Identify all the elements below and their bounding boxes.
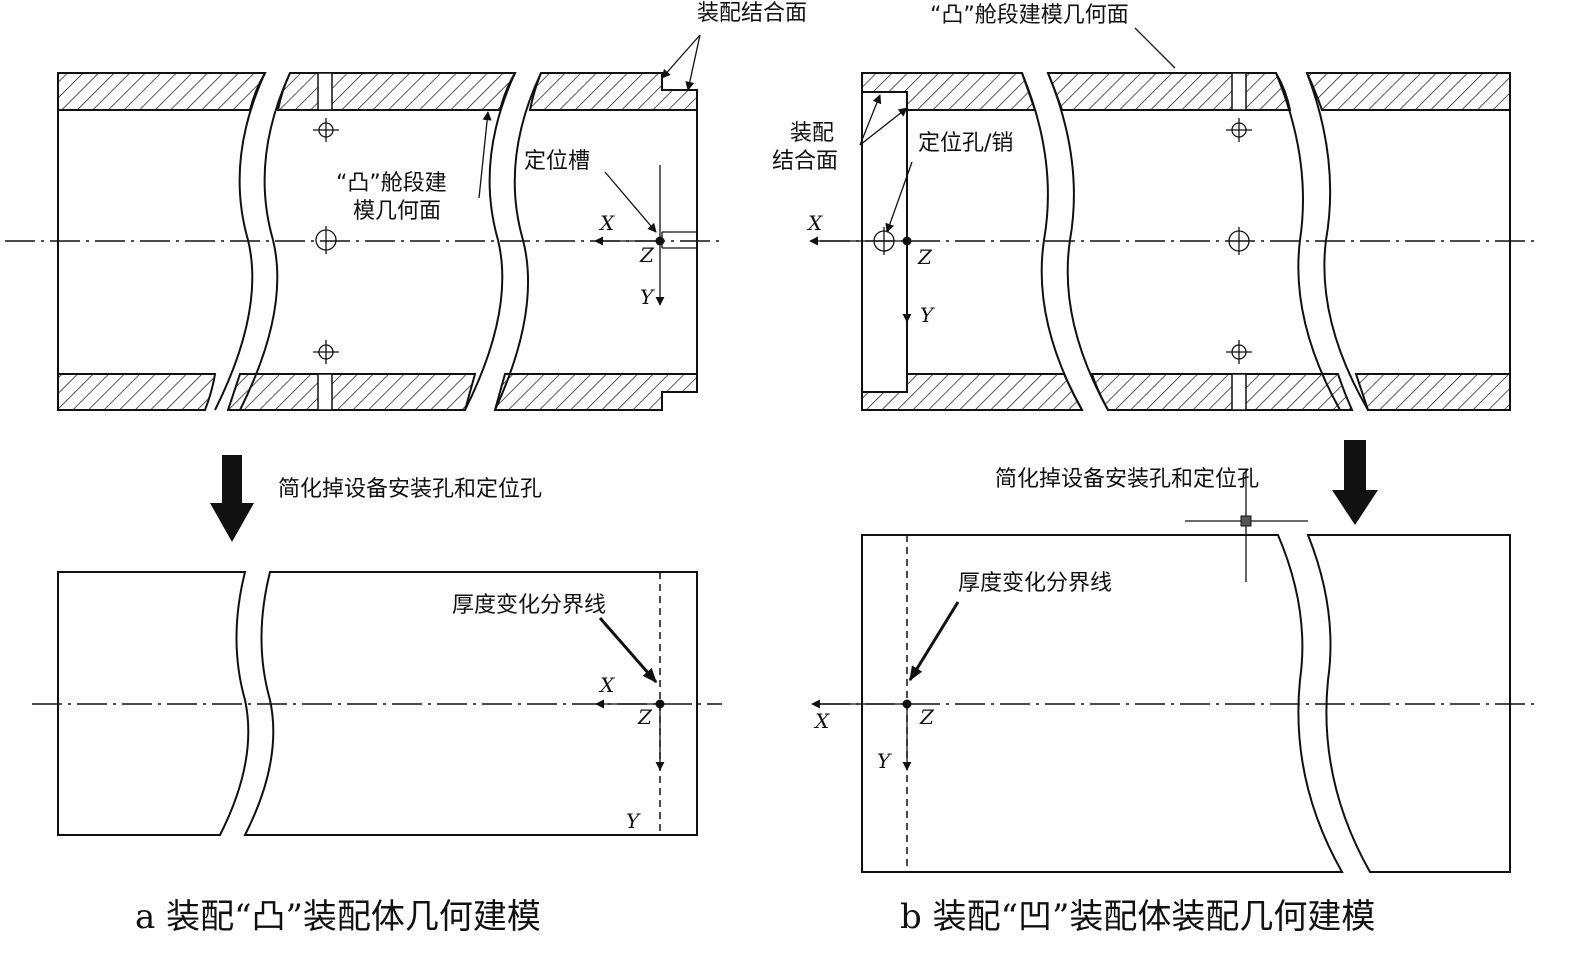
panel-b-simplified-view [811, 470, 1536, 873]
mounting-hole-icon [313, 118, 339, 142]
axis-x-label: X [813, 709, 830, 733]
simplify-label: 简化掉设备安装孔和定位孔 [995, 467, 1259, 492]
caption-b: b 装配“凹”装配体装配几何建模 [900, 897, 1375, 937]
assembly-surface-label: 装配结合面 [697, 1, 807, 26]
assembly-surface-label-line2: 结合面 [772, 149, 838, 174]
axis-y-label: Y [877, 749, 892, 773]
caption-a: a 装配“凸”装配体几何建模 [135, 897, 541, 937]
locating-pin-label: 定位孔/销 [918, 131, 1013, 156]
axis-x-label: X [598, 211, 615, 235]
convex-geometry-label-line1: “凸”舱段建 [336, 171, 447, 196]
mounting-hole-icon [1226, 340, 1252, 364]
assembly-surface-label-line1: 装配 [790, 121, 834, 146]
panel-a-simplified-view [32, 571, 722, 836]
panel-a-section-view [5, 34, 722, 411]
simplify-label: 简化掉设备安装孔和定位孔 [278, 477, 542, 502]
axis-y-label: Y [920, 303, 935, 327]
locating-groove-label: 定位槽 [524, 149, 590, 174]
axis-z-label: Z [637, 705, 653, 729]
mounting-hole-icon [1226, 118, 1252, 142]
locating-hole-icon [315, 226, 337, 254]
axis-z-label: Z [917, 245, 933, 269]
axis-x-label: X [806, 211, 823, 235]
mounting-hole-icon [313, 340, 339, 364]
thickness-line-label: 厚度变化分界线 [452, 593, 606, 618]
axis-y-label: Y [626, 809, 641, 833]
axis-z-label: Z [919, 705, 935, 729]
axis-z-label: Z [639, 243, 655, 267]
down-arrow-icon [1332, 440, 1378, 525]
down-arrow-icon [210, 455, 254, 542]
axis-x-label: X [598, 673, 615, 697]
convex-geometry-label-line2: 模几何面 [353, 199, 441, 224]
axis-y-label: Y [640, 285, 655, 309]
convex-geometry-label: “凸”舱段建模几何面 [930, 3, 1129, 28]
thickness-line-label: 厚度变化分界线 [958, 571, 1112, 596]
panel-b-section-view [809, 27, 1536, 411]
